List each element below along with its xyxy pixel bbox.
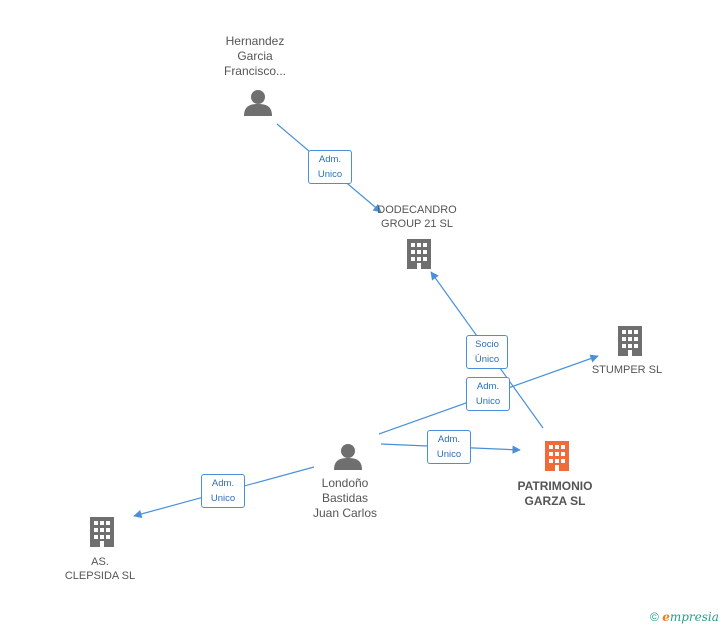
building-icon[interactable] [545,441,569,471]
node-label-hernandez[interactable]: Hernandez Garcia Francisco... [223,34,286,78]
copyright-symbol: © [650,610,659,624]
brand-e: e [662,610,670,624]
edge-label-londono-clepsida[interactable]: Adm. Unico [201,474,245,508]
edge-label-londono-stumper[interactable]: Adm. Unico [466,377,510,411]
building-icon[interactable] [618,326,642,356]
node-label-londono[interactable]: Londoño Bastidas Juan Carlos [312,476,378,520]
building-icon[interactable] [407,239,431,269]
node-label-patrimonio[interactable]: PATRIMONIO GARZA SL [517,479,593,508]
node-label-dodecandro[interactable]: DODECANDRO GROUP 21 SL [377,204,457,230]
edge-label-londono-patrimonio[interactable]: Adm. Unico [427,430,471,464]
node-label-stumper[interactable]: STUMPER SL [591,364,663,376]
building-icon[interactable] [90,517,114,547]
person-icon[interactable] [244,90,272,116]
node-label-clepsida[interactable]: AS. CLEPSIDA SL [64,556,136,582]
person-icon[interactable] [334,444,362,470]
edge-label-hernandez-dodecandro[interactable]: Adm. Unico [308,150,352,184]
empresia-logo: © empresia [650,610,719,624]
brand-name: mpresia [669,610,719,624]
edge-label-patrimonio-dodecandro[interactable]: Socio Único [466,335,508,369]
